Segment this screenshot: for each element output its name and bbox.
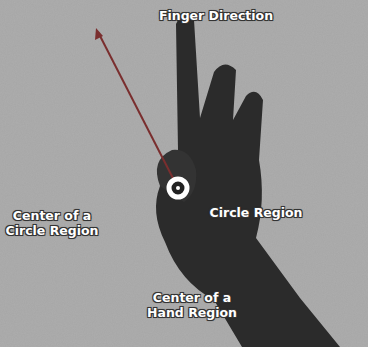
circle-center-label: Center of a Circle Region (2, 208, 102, 238)
finger-direction-head (95, 28, 103, 40)
finger-direction-line (98, 32, 178, 188)
hand-center-label: Center of a Hand Region (146, 290, 238, 320)
circle-region-label: Circle Region (206, 205, 306, 220)
finger-direction-label: Finger Direction (156, 8, 276, 23)
circle-region-ring (169, 179, 187, 197)
circle-center-dot (176, 186, 180, 190)
